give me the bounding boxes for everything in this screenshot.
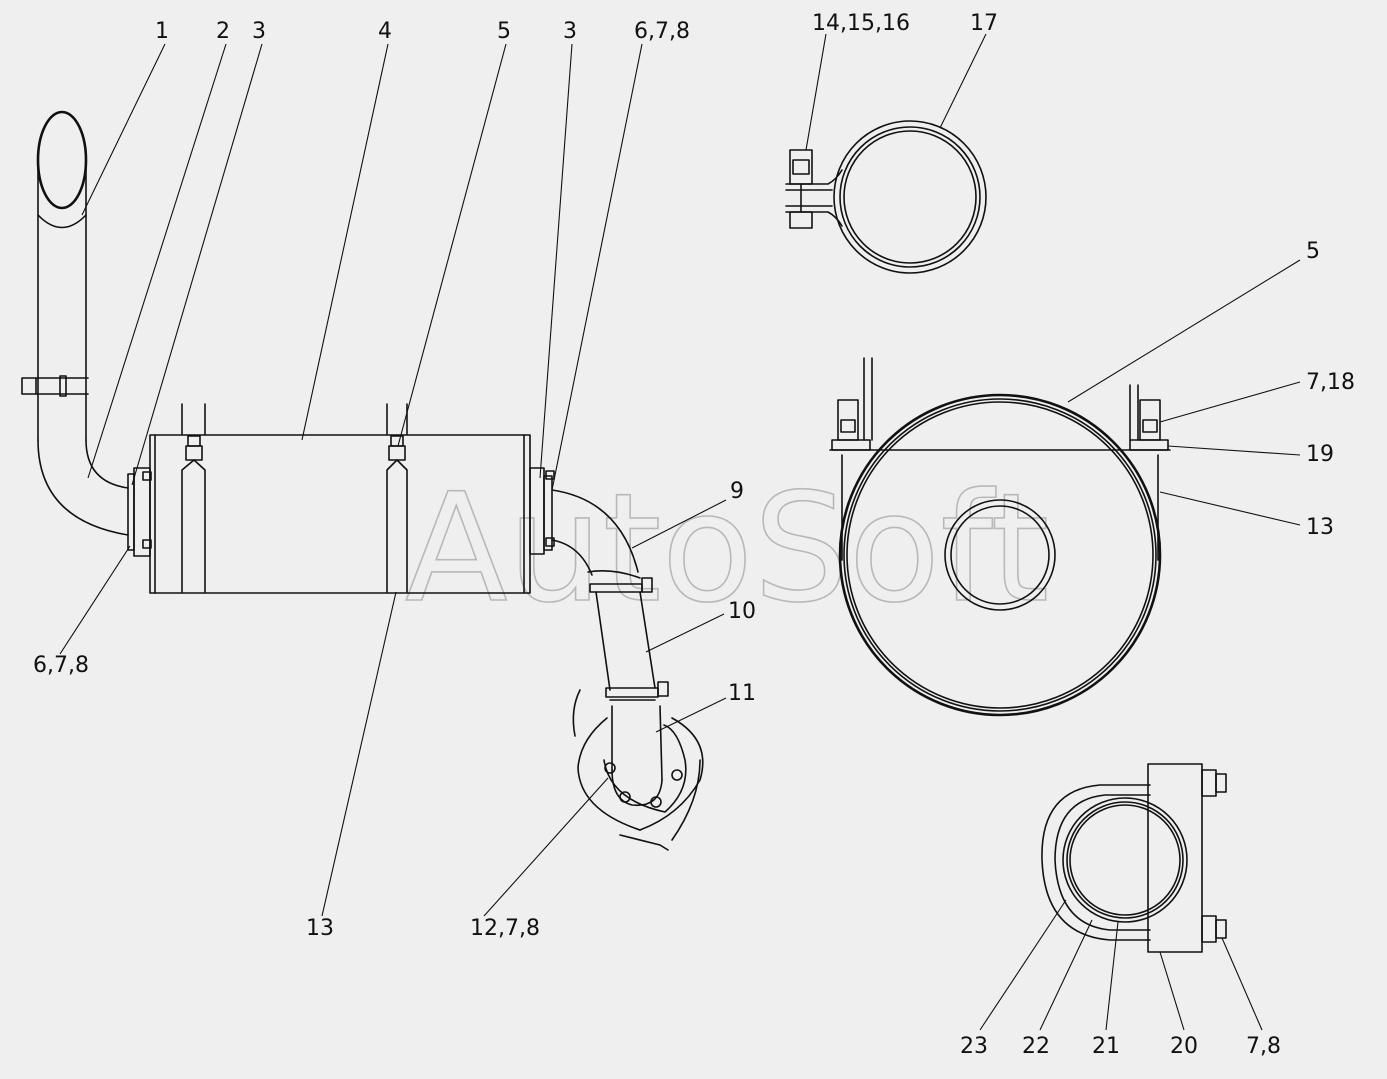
- callout-9: 9: [730, 479, 744, 504]
- callout-22: 22: [1022, 1034, 1050, 1059]
- detail-muffler-end-view: [829, 357, 1171, 717]
- callout-1: 1: [155, 19, 169, 44]
- callout-13-right: 13: [1306, 515, 1334, 540]
- callout-7-18: 7,18: [1306, 370, 1355, 395]
- watermark: AutoSoft: [405, 462, 1049, 636]
- left-flange: [127, 467, 152, 557]
- detail-bracket: [1041, 763, 1227, 953]
- callout-7-8: 7,8: [1246, 1034, 1281, 1059]
- callout-6-7-8-bottom: 6,7,8: [33, 653, 89, 678]
- callout-2: 2: [216, 19, 230, 44]
- callout-3-left: 3: [252, 19, 266, 44]
- muffler-clamp-right: [386, 403, 408, 593]
- callout-5-right: 5: [1306, 239, 1320, 264]
- exhaust-pipe: [21, 110, 129, 536]
- callout-19: 19: [1306, 442, 1334, 467]
- callout-6-7-8-top: 6,7,8: [634, 19, 690, 44]
- callout-23: 23: [960, 1034, 988, 1059]
- bent-pipe: [551, 489, 653, 593]
- callout-12-7-8: 12,7,8: [470, 916, 540, 941]
- leader-lines: [59, 33, 1301, 1031]
- right-flange: [529, 467, 555, 555]
- callout-14-15-16: 14,15,16: [812, 11, 910, 36]
- callout-11: 11: [728, 681, 756, 706]
- callout-21: 21: [1092, 1034, 1120, 1059]
- hose: [595, 591, 669, 701]
- callout-10: 10: [728, 599, 756, 624]
- callout-5-left: 5: [497, 19, 511, 44]
- callout-20: 20: [1170, 1034, 1198, 1059]
- elbow-pipe: [572, 689, 704, 851]
- callout-13-left: 13: [306, 916, 334, 941]
- muffler-clamp-left: [181, 403, 206, 593]
- detail-clamp-17: [785, 120, 987, 274]
- callout-3-right: 3: [563, 19, 577, 44]
- callout-17: 17: [970, 11, 998, 36]
- callout-4: 4: [378, 19, 392, 44]
- callout-labels: 1 2 3 4 5 3 6,7,8 14,15,16 17 5 7,18 19 …: [33, 11, 1355, 1059]
